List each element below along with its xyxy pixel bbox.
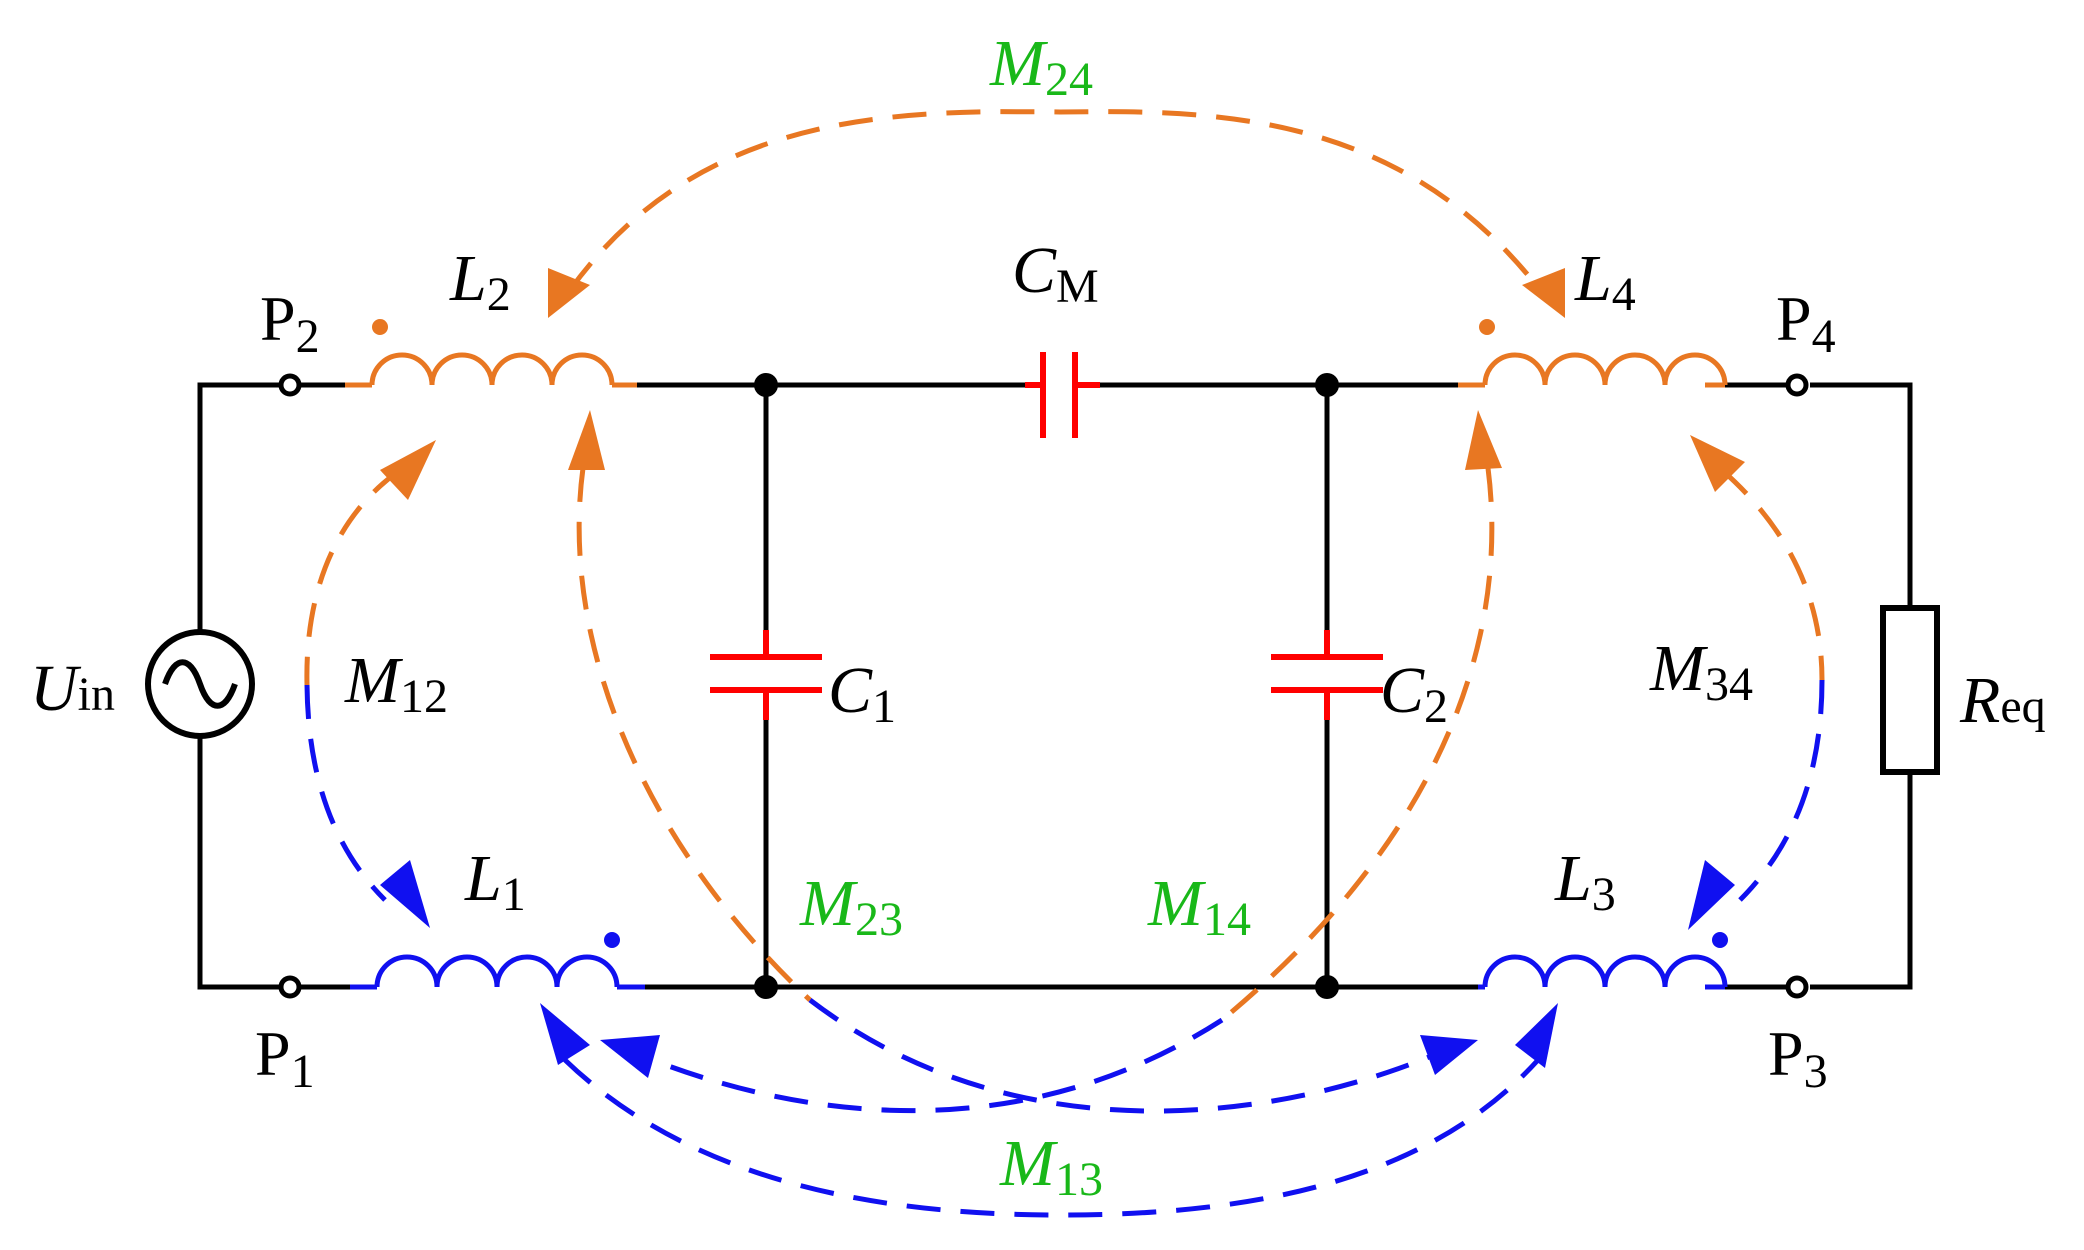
coupling-curve-m13 — [540, 1003, 1558, 1218]
svg-text:M34: M34 — [1649, 632, 1753, 711]
label-mutual-m24: M24 — [989, 27, 1093, 106]
label-port-p2: P2 — [260, 283, 320, 363]
svg-text:L3: L3 — [1554, 842, 1616, 921]
svg-text:M23: M23 — [799, 867, 903, 946]
coupling-curve-m34 — [1688, 435, 1825, 930]
coupling-curve-m23 — [568, 410, 1478, 1114]
svg-text:Uin: Uin — [30, 652, 115, 725]
svg-text:P1: P1 — [255, 1018, 315, 1098]
label-port-p4: P4 — [1776, 283, 1836, 363]
coupling-curve-m12 — [304, 440, 436, 928]
port-terminal-p1 — [278, 975, 302, 999]
label-inductor-l4: L4 — [1574, 242, 1636, 321]
svg-text:L4: L4 — [1574, 242, 1636, 321]
label-capacitor-c2: C2 — [1380, 654, 1448, 733]
inductor-l4 — [1458, 319, 1728, 388]
inductor-l1 — [350, 932, 645, 990]
svg-text:L2: L2 — [449, 242, 511, 321]
svg-text:M14: M14 — [1147, 867, 1251, 946]
port-terminal-p2 — [278, 373, 302, 397]
capacitor-c2 — [1271, 630, 1383, 720]
inductor-l3 — [1478, 932, 1728, 990]
label-mutual-m34: M34 — [1649, 632, 1753, 711]
svg-text:CM: CM — [1012, 234, 1099, 313]
svg-text:P3: P3 — [1768, 1018, 1828, 1098]
port-terminal-p4 — [1785, 373, 1809, 397]
svg-text:P2: P2 — [260, 283, 320, 363]
label-inductor-l1: L1 — [464, 842, 526, 921]
label-port-p3: P3 — [1768, 1018, 1828, 1098]
svg-text:C2: C2 — [1380, 654, 1448, 733]
label-port-p1: P1 — [255, 1018, 315, 1098]
port-terminal-p3 — [1785, 975, 1809, 999]
load-resistor — [1880, 605, 1940, 775]
svg-text:M13: M13 — [999, 1127, 1103, 1206]
label-inductor-l2: L2 — [449, 242, 511, 321]
capacitor-c1 — [710, 630, 822, 720]
svg-text:P4: P4 — [1776, 283, 1836, 363]
label-mutual-m14: M14 — [1147, 867, 1251, 946]
label-mutual-m13: M13 — [999, 1127, 1103, 1206]
coupling-curve-m24 — [548, 109, 1565, 318]
junction-node-bottom-left — [754, 975, 778, 999]
ac-source — [145, 629, 255, 739]
label-inductor-l3: L3 — [1554, 842, 1616, 921]
inductor-l2 — [345, 319, 637, 388]
coupling-curve-m14 — [600, 410, 1502, 1114]
junction-node-top-right — [1315, 373, 1339, 397]
label-u-in: Uin — [30, 652, 115, 725]
capacitor-cm — [1025, 352, 1100, 438]
svg-text:M12: M12 — [344, 644, 448, 723]
svg-text:Req: Req — [1959, 664, 2046, 737]
label-mutual-m12: M12 — [344, 644, 448, 723]
svg-text:L1: L1 — [464, 842, 526, 921]
label-r-eq: Req — [1959, 664, 2046, 737]
svg-text:M24: M24 — [989, 27, 1093, 106]
label-capacitor-c1: C1 — [828, 654, 896, 733]
label-capacitor-cm: CM — [1012, 234, 1099, 313]
junction-node-top-left — [754, 373, 778, 397]
junction-node-bottom-right — [1315, 975, 1339, 999]
label-mutual-m23: M23 — [799, 867, 903, 946]
svg-text:C1: C1 — [828, 654, 896, 733]
